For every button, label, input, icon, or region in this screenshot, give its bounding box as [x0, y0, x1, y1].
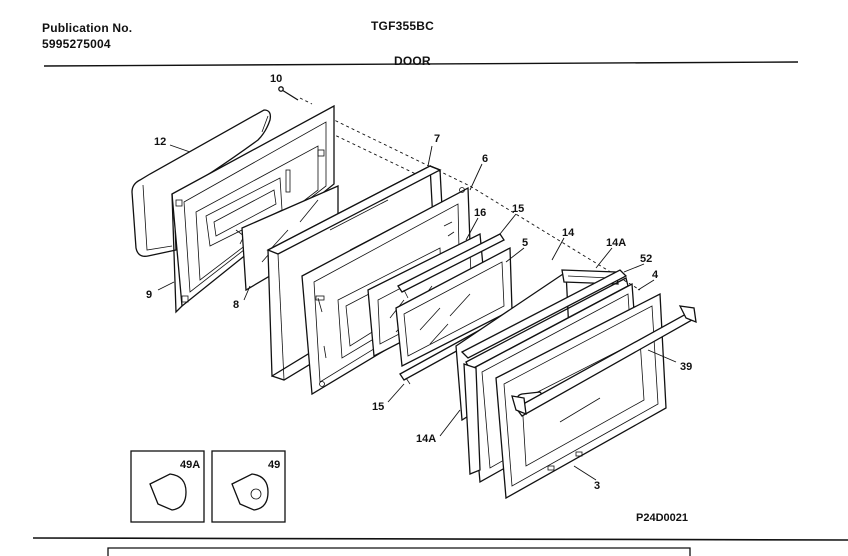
callout-4: 4 — [652, 269, 659, 281]
header-rule — [43, 61, 799, 67]
footer-box — [107, 547, 691, 556]
callout-labels: 10 12 7 6 16 15 5 14 14A 52 4 9 8 39 15 … — [146, 73, 692, 492]
leader-lines — [157, 144, 677, 481]
callout-12: 12 — [154, 136, 166, 148]
diagram-code: P24D0021 — [636, 512, 688, 524]
publication-label: Publication No. — [42, 21, 133, 35]
callout-49A: 49A — [180, 459, 200, 471]
callout-16: 16 — [474, 207, 486, 219]
callout-52: 52 — [640, 253, 652, 265]
part-9-inner-door-panel — [171, 104, 335, 314]
callout-6: 6 — [482, 153, 488, 165]
callout-10: 10 — [270, 73, 282, 85]
callout-14A-lower: 14A — [416, 433, 436, 445]
part-39-door-handle — [511, 305, 697, 417]
assembly-guide-lines — [299, 97, 641, 291]
callout-14A-upper: 14A — [606, 237, 626, 249]
callout-15-lower: 15 — [372, 401, 384, 413]
callout-3: 3 — [594, 480, 600, 492]
callout-15-upper: 15 — [512, 203, 524, 215]
callout-39: 39 — [680, 361, 692, 373]
callout-5: 5 — [522, 237, 528, 249]
footer-rule — [32, 537, 848, 541]
model-number: TGF355BC — [371, 19, 434, 33]
callout-7: 7 — [434, 133, 440, 145]
callout-8: 8 — [233, 299, 239, 311]
inset-49 — [211, 450, 286, 523]
part-10-screw — [278, 86, 299, 101]
part-15-upper-channel — [397, 233, 505, 299]
publication-number: 5995275004 — [42, 37, 111, 51]
callout-49: 49 — [268, 459, 280, 471]
part-3-outer-door — [495, 292, 667, 500]
callout-9: 9 — [146, 289, 152, 301]
part-14A-lower-panel — [463, 363, 481, 475]
callout-14: 14 — [562, 227, 575, 239]
inset-49A — [130, 450, 205, 523]
